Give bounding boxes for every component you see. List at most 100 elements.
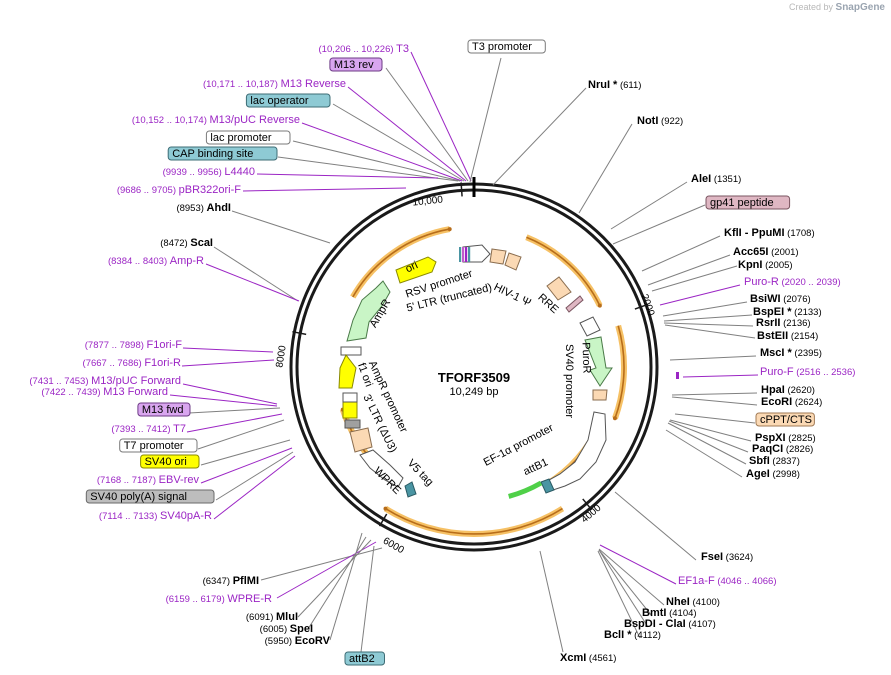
position-text: (2001) — [768, 247, 798, 258]
label-text: SV40 ori — [145, 456, 187, 468]
t3-promoter-feature-label: T3 promoter — [467, 39, 546, 54]
name-text: T3 — [396, 43, 409, 55]
position-text: (2020 .. 2039) — [779, 277, 841, 288]
paqci-label: PaqCI (2826) — [752, 443, 813, 455]
l4440-label: (9939 .. 9956) L4440 — [163, 166, 255, 178]
name-text: Puro-F — [760, 366, 794, 378]
name-text: KpnI — [738, 259, 762, 271]
name-text: AgeI — [746, 468, 770, 480]
snapgene-watermark: Created by SnapGene — [789, 2, 885, 13]
label-text: T7 promoter — [124, 440, 184, 452]
position-text: (2005) — [762, 260, 792, 271]
label-leader-lines — [169, 51, 759, 653]
attb1-inner-label: attB1 — [522, 456, 550, 478]
leader-line — [197, 419, 285, 450]
nhei-label: NheI (4100) — [666, 596, 720, 608]
label-box — [137, 402, 191, 417]
leader-line — [292, 140, 461, 182]
name-text: EF1a-F — [678, 575, 715, 587]
position-text: (2837) — [770, 456, 800, 467]
kpni-label: KpnI (2005) — [738, 259, 793, 271]
lac-promoter-feature-label: lac promoter — [205, 130, 291, 145]
leader-line — [663, 322, 754, 327]
label-box — [119, 438, 198, 453]
tick-mark — [460, 182, 463, 197]
leader-line — [492, 87, 587, 186]
leader-line — [276, 541, 377, 599]
lac-operator-feature-label: lac operator — [245, 93, 331, 108]
name-text: ScaI — [190, 237, 213, 249]
cap-binding-site-feature-label: CAP binding site — [167, 146, 278, 161]
name-text: Amp-R — [170, 255, 204, 267]
position-text: (6347) — [203, 576, 233, 587]
gp41-peptide-feature-label: gp41 peptide — [705, 195, 791, 210]
m13-forward-label: (7422 .. 7439) M13 Forward — [41, 386, 168, 398]
position-text: (2076) — [781, 294, 811, 305]
position-text: (8384 .. 8403) — [108, 256, 170, 267]
leader-line — [213, 455, 296, 520]
ef1a-green-arc — [508, 480, 543, 499]
bsteii-label: BstEII (2154) — [757, 330, 818, 342]
sv40-promoter-box — [592, 389, 608, 401]
leader-line — [205, 263, 300, 302]
leader-line — [598, 549, 653, 617]
leader-line — [598, 548, 665, 606]
5ltr-box — [489, 248, 507, 265]
name-text: pBR322ori-F — [179, 184, 242, 196]
attb2-feature-label: attB2 — [344, 651, 385, 666]
name-text: MluI — [276, 611, 298, 623]
name-text: F1ori-R — [144, 357, 181, 369]
leader-line — [256, 173, 439, 179]
label-box — [85, 489, 215, 504]
name-text: NotI — [637, 115, 658, 127]
leader-line — [674, 413, 756, 424]
label-box — [467, 39, 546, 54]
leader-line — [182, 383, 278, 405]
pspxi-label: PspXI (2825) — [755, 432, 816, 444]
sv40pa-box — [344, 419, 361, 429]
cppt-cts-feature-label: cPPT/CTS — [755, 412, 815, 427]
msci-label: MscI * (2395) — [760, 347, 822, 359]
position-text: (8953) — [176, 203, 206, 214]
scai-label: (8472) ScaI — [160, 237, 213, 249]
leader-line — [612, 204, 706, 245]
name-text: BmtI — [642, 607, 666, 619]
label-box — [167, 146, 278, 161]
name-text: M13/pUC Reverse — [210, 114, 300, 126]
name-text: - ClaI — [656, 618, 686, 630]
name-text: T7 — [173, 423, 186, 435]
leader-line — [410, 51, 472, 182]
position-text: (922) — [658, 116, 683, 127]
m13-puc-reverse-label: (10,152 .. 10,174) M13/pUC Reverse — [132, 114, 300, 126]
bspdi-label: BspDI - ClaI (4107) — [624, 618, 716, 630]
leader-line — [665, 429, 743, 478]
cppt-box — [579, 316, 601, 337]
name-text: AleI — [691, 173, 711, 185]
nrui-label: NruI * (611) — [588, 79, 641, 91]
position-text: (1708) — [785, 228, 815, 239]
puro-r-label: Puro-R (2020 .. 2039) — [744, 276, 841, 288]
leader-line — [669, 419, 752, 442]
ori-arrow — [395, 256, 437, 284]
leader-line — [651, 265, 738, 292]
leader-line — [181, 359, 275, 367]
hiv-psi-box — [504, 252, 522, 271]
watermark-brand: SnapGene — [835, 2, 885, 13]
name-text: FseI — [701, 551, 723, 563]
plasmid-name: TFORF3509 — [438, 370, 510, 385]
attb1-mark — [540, 478, 555, 494]
label-text: cPPT/CTS — [760, 414, 812, 426]
label-text: M13 rev — [334, 59, 374, 71]
name-text: M13 Reverse — [281, 78, 346, 90]
rre-box — [546, 276, 572, 301]
ampr-arrow — [346, 280, 391, 342]
puro-f-label: Puro-F (2516 .. 2536) — [760, 366, 855, 378]
position-text: (10,152 .. 10,174) — [132, 115, 210, 126]
f1-ori-arrow — [338, 354, 357, 389]
leader-line — [169, 394, 278, 407]
origin-feature-stripe — [465, 247, 468, 262]
tick-label: 10,000 — [412, 194, 444, 208]
name-text: RsrII — [756, 317, 780, 329]
leader-line — [663, 314, 753, 322]
puro-f-marker — [676, 372, 679, 379]
